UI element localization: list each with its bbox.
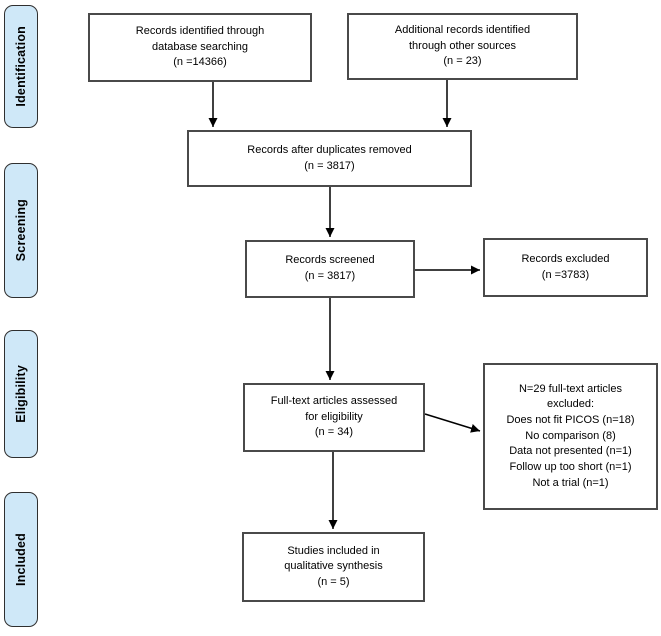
stage-screening-label: Screening: [14, 199, 28, 262]
stage-eligibility-label: Eligibility: [14, 365, 28, 423]
box-fulltext-assessed: Full-text articles assessed for eligibil…: [243, 383, 425, 452]
box-additional-records: Additional records identified through ot…: [347, 13, 578, 80]
box-records-screened: Records screened (n = 3817): [245, 240, 415, 298]
box-records-identified: Records identified through database sear…: [88, 13, 312, 82]
box-studies-included: Studies included in qualitative synthesi…: [242, 532, 425, 602]
stage-eligibility: Eligibility: [4, 330, 38, 458]
box-records-excluded: Records excluded (n =3783): [483, 238, 648, 297]
stage-included-label: Included: [14, 533, 28, 586]
stage-screening: Screening: [4, 163, 38, 298]
box-records-after-duplicates: Records after duplicates removed (n = 38…: [187, 130, 472, 187]
arrow-fulltext-to-excluded: [424, 413, 481, 433]
stage-identification-label: Identification: [14, 26, 28, 107]
box-fulltext-excluded-reasons: N=29 full-text articles excluded: Does n…: [483, 363, 658, 510]
stage-identification: Identification: [4, 5, 38, 128]
stage-included: Included: [4, 492, 38, 627]
